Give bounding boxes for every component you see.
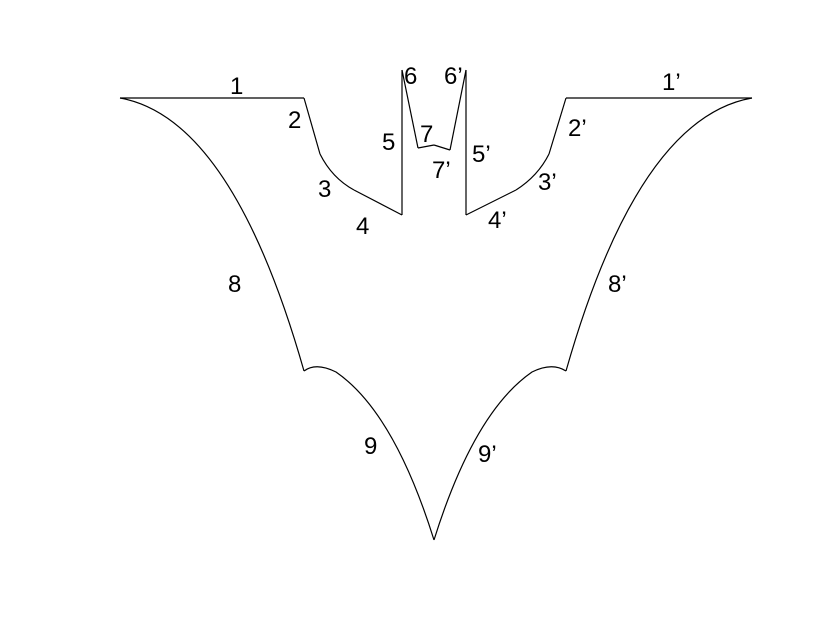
segment-3	[319, 153, 355, 191]
label-4: 4	[356, 213, 369, 240]
label-5-prime: 5’	[472, 141, 491, 168]
segment-labels: 1 1’ 2 2’ 3 3’ 4 4’ 5 5’ 6 6’ 7 7’ 8 8’ …	[228, 63, 681, 468]
label-3-prime: 3’	[538, 169, 557, 196]
bat-outline	[119, 69, 753, 541]
segment-7-prime	[433, 144, 451, 151]
label-1-prime: 1’	[662, 69, 681, 96]
label-1: 1	[230, 73, 243, 100]
label-9: 9	[364, 433, 377, 460]
label-8-prime: 8’	[608, 271, 627, 298]
label-6: 6	[404, 63, 417, 90]
segment-3-prime	[515, 153, 550, 191]
segment-2-prime	[548, 97, 567, 155]
label-9-prime: 9’	[478, 441, 497, 468]
segment-6	[401, 69, 419, 149]
segment-6-prime	[449, 69, 467, 151]
label-7-prime: 7’	[432, 157, 451, 184]
segment-8-prime	[565, 97, 753, 372]
segment-4-prime	[465, 189, 517, 216]
label-3: 3	[318, 176, 331, 203]
label-2: 2	[288, 107, 301, 134]
label-2-prime: 2’	[568, 115, 587, 142]
segment-9-prime	[433, 366, 567, 541]
label-6-prime: 6’	[444, 63, 463, 90]
label-5: 5	[382, 129, 395, 156]
segment-8	[119, 97, 305, 372]
label-8: 8	[228, 271, 241, 298]
label-4-prime: 4’	[488, 207, 507, 234]
segment-2	[303, 97, 321, 155]
segment-9	[303, 366, 435, 541]
label-7: 7	[420, 121, 433, 148]
segment-7	[417, 144, 435, 149]
segment-4	[353, 189, 403, 216]
